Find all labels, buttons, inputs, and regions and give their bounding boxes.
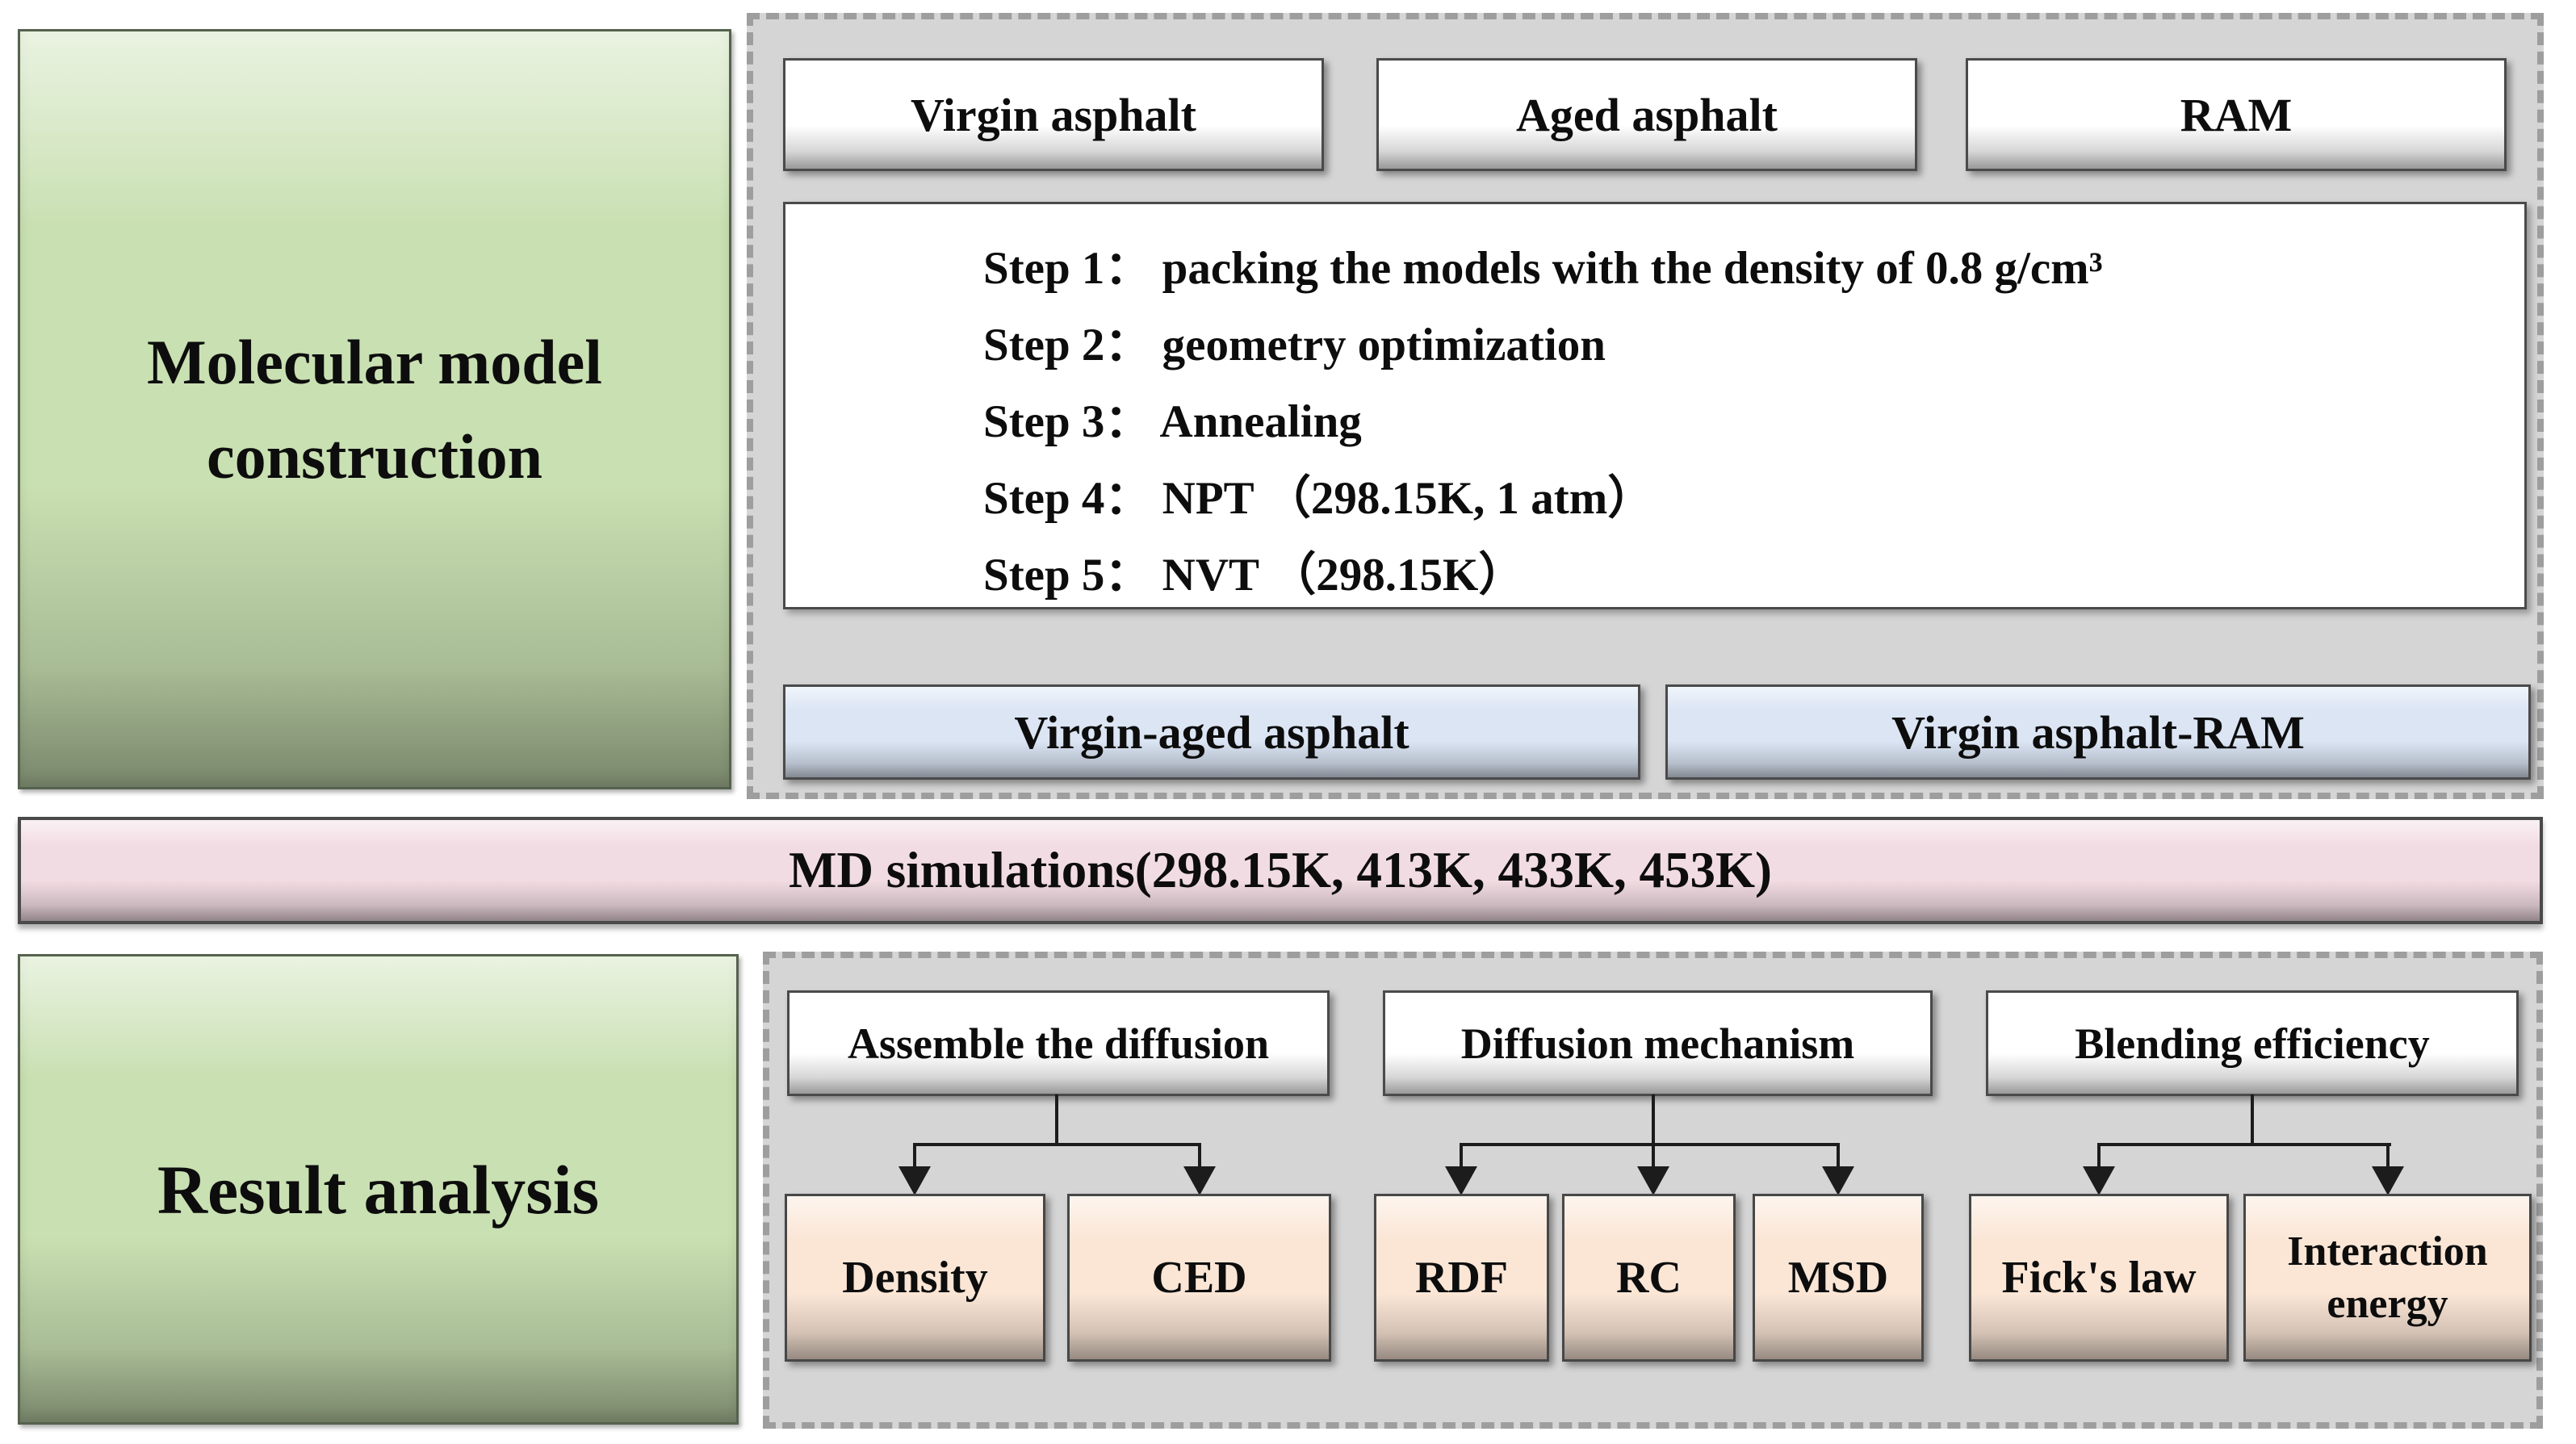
step-3: Step 3： Annealing (983, 396, 1362, 447)
header-assemble-the-diffusion: Assemble the diffusion (787, 990, 1330, 1096)
box-ram: RAM (1966, 58, 2507, 171)
step-2: Step 2： geometry optimization (983, 319, 1606, 370)
arrowhead-density (898, 1166, 931, 1195)
header-blending-efficiency-label: Blending efficiency (2075, 1019, 2430, 1068)
box-interaction-energy-label: Interaction energy (2287, 1228, 2488, 1327)
box-density-label: Density (842, 1253, 988, 1303)
box-virgin-asphalt-ram: Virgin asphalt-RAM (1665, 684, 2531, 780)
header-blending-efficiency: Blending efficiency (1986, 990, 2519, 1096)
connector-group2-drop-msd (1837, 1143, 1840, 1169)
md-simulations-banner: MD simulations(298.15K, 413K, 433K, 453K… (18, 817, 2543, 924)
step-4: Step 4： NPT （298.15K, 1 atm） (983, 472, 1654, 524)
connector-group2-drop-rdf (1460, 1143, 1463, 1169)
box-virgin-aged-asphalt-label: Virgin-aged asphalt (1014, 705, 1409, 759)
panel-result-analysis-label: Result analysis (157, 1150, 600, 1228)
box-virgin-asphalt-ram-label: Virgin asphalt-RAM (1891, 705, 2305, 759)
arrowhead-msd (1822, 1166, 1854, 1195)
box-virgin-asphalt-label: Virgin asphalt (911, 88, 1196, 141)
box-ced-label: CED (1151, 1253, 1247, 1303)
panel-molecular-model-construction: Molecular model construction (18, 29, 731, 789)
connector-group1-drop-ced (1198, 1143, 1201, 1169)
box-virgin-asphalt: Virgin asphalt (783, 58, 1324, 171)
box-ced: CED (1067, 1194, 1331, 1362)
connector-group3-branch (2097, 1143, 2391, 1146)
box-ficks-law: Fick's law (1969, 1194, 2229, 1362)
simulation-steps-box: Step 1： packing the models with the dens… (783, 202, 2527, 609)
connector-group3-stem (2251, 1095, 2254, 1146)
connector-group1-stem (1055, 1095, 1058, 1146)
connector-group3-drop-interaction-energy (2386, 1143, 2390, 1169)
box-rc: RC (1562, 1194, 1736, 1362)
box-msd: MSD (1753, 1194, 1924, 1362)
header-diffusion-mechanism-label: Diffusion mechanism (1460, 1019, 1855, 1068)
box-rdf-label: RDF (1414, 1253, 1509, 1303)
box-msd-label: MSD (1787, 1253, 1889, 1303)
box-rc-label: RC (1616, 1253, 1682, 1303)
header-assemble-the-diffusion-label: Assemble the diffusion (847, 1019, 1270, 1068)
box-ficks-law-label: Fick's law (2001, 1253, 2197, 1303)
arrowhead-rdf (1445, 1166, 1477, 1195)
arrowhead-rc (1637, 1166, 1669, 1195)
box-interaction-energy: Interaction energy (2243, 1194, 2532, 1362)
box-ram-label: RAM (2180, 88, 2293, 141)
connector-group2-branch (1460, 1143, 1840, 1146)
arrowhead-interaction-energy (2372, 1166, 2404, 1195)
connector-group1-drop-density (913, 1143, 916, 1169)
step-1: Step 1： packing the models with the dens… (983, 242, 2103, 294)
panel-molecular-model-label: Molecular model construction (147, 327, 602, 492)
connector-group3-drop-ficks-law (2097, 1143, 2101, 1169)
arrowhead-ficks-law (2083, 1166, 2115, 1195)
arrowhead-ced (1183, 1166, 1216, 1195)
box-density: Density (785, 1194, 1045, 1362)
connector-group1-branch (913, 1143, 1201, 1146)
box-rdf: RDF (1374, 1194, 1549, 1362)
panel-result-analysis: Result analysis (18, 954, 739, 1425)
connector-group2-stem (1652, 1095, 1655, 1169)
box-aged-asphalt-label: Aged asphalt (1516, 88, 1778, 141)
header-diffusion-mechanism: Diffusion mechanism (1383, 990, 1933, 1096)
md-simulations-label: MD simulations(298.15K, 413K, 433K, 453K… (788, 842, 1772, 898)
step-5: Step 5： NVT （298.15K） (983, 549, 1525, 601)
box-aged-asphalt: Aged asphalt (1376, 58, 1917, 171)
box-virgin-aged-asphalt: Virgin-aged asphalt (783, 684, 1640, 780)
